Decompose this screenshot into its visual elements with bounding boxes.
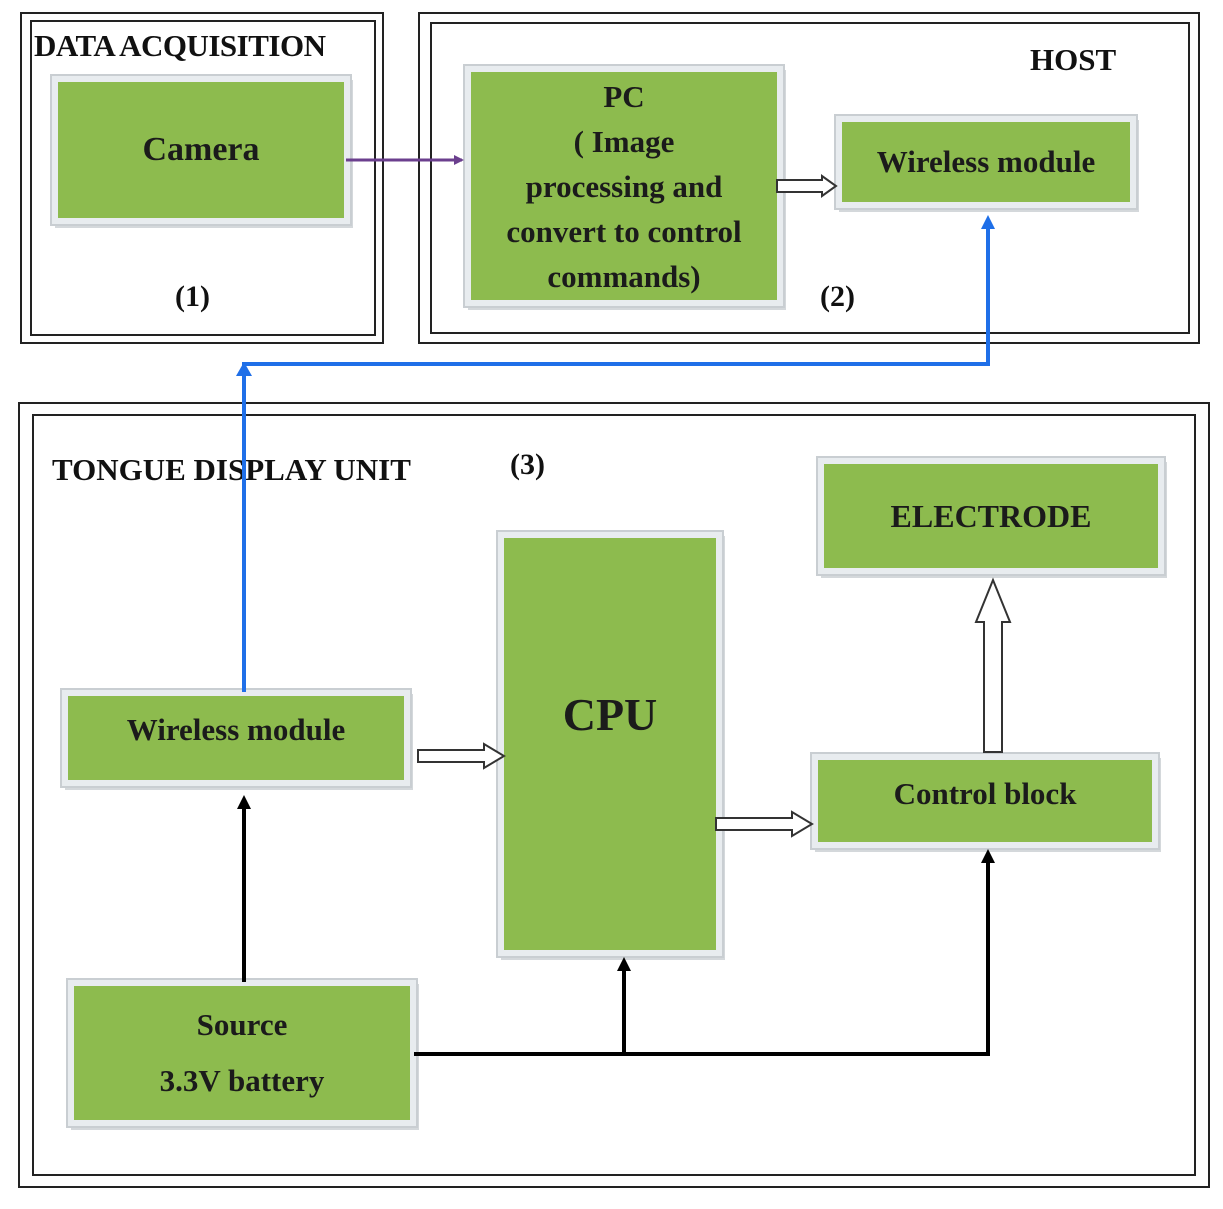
tdu-wireless-module-block: Wireless module [60,688,412,788]
pc-label-line-5: commands) [547,258,701,294]
camera-label: Camera [142,131,260,168]
host-wireless-module-label: Wireless module [876,144,1096,179]
host-inner-frame [430,22,1190,334]
pc-label-line-4: convert to control [506,213,742,249]
pc-label-line-2: ( Image [573,123,675,159]
pc-to-host-wireless-arrow [776,174,838,198]
source-label-line-1: Source [196,1007,288,1042]
tongue-display-unit-title: TONGUE DISPLAY UNIT [52,452,411,487]
tdu-wireless-module-label: Wireless module [126,712,346,747]
pc-block: PC ( Image processing and convert to con… [463,64,785,308]
pc-label-line-1: PC [603,78,645,114]
control-block-label: Control block [893,776,1077,811]
cpu-block: CPU [496,530,724,958]
electrode-block: ELECTRODE [816,456,1166,576]
data-acquisition-inner-frame [30,20,376,336]
tongue-display-unit-inner-frame [32,414,1196,1176]
control-block: Control block [810,752,1160,850]
cpu-to-control-block-arrow [715,810,814,838]
host-frame [418,12,1200,344]
wireless-to-cpu-arrow [417,742,506,770]
host-title: HOST [1030,42,1117,77]
tongue-display-unit-number: (3) [510,448,545,481]
source-power-bus-line [414,849,995,1056]
camera-block: Camera [50,74,352,226]
data-acquisition-number: (1) [175,280,210,313]
host-number: (2) [820,280,855,313]
pc-label-line-3: processing and [525,168,723,204]
wireless-link-up-arrow [236,362,252,376]
data-acquisition-frame [20,12,384,344]
data-acquisition-title: DATA ACQUISITION [34,28,326,63]
control-block-to-electrode-arrow [974,577,1012,753]
tongue-display-unit-frame [18,402,1210,1188]
source-label-line-2: 3.3V battery [159,1063,325,1098]
host-wireless-module-block: Wireless module [834,114,1138,210]
source-battery-block: Source 3.3V battery [66,978,418,1128]
wireless-link-line [242,215,995,692]
cpu-label: CPU [562,689,658,740]
electrode-label: ELECTRODE [890,497,1092,534]
